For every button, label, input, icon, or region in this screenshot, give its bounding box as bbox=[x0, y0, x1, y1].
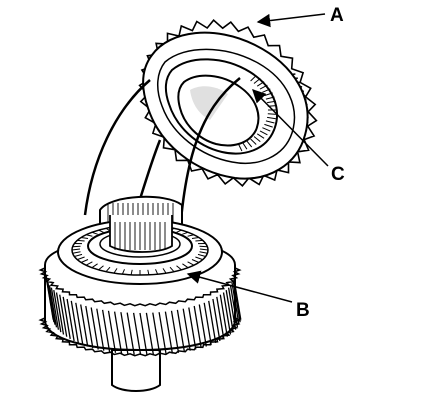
lower-gear bbox=[38, 215, 242, 392]
upper-gear-bore bbox=[177, 74, 260, 147]
callout-a: A bbox=[256, 5, 344, 28]
callout-label-b: B bbox=[296, 300, 310, 321]
upper-gear-collar-splines bbox=[238, 75, 277, 152]
upper-gear bbox=[138, 19, 318, 187]
callout-c: C bbox=[252, 89, 345, 185]
lower-gear-teeth bbox=[38, 267, 242, 357]
synchro-ring-teeth bbox=[71, 225, 209, 275]
callout-b: B bbox=[186, 270, 310, 321]
callout-label-c: C bbox=[331, 164, 345, 185]
callout-label-a: A bbox=[330, 5, 344, 26]
upper-gear-bore-shade bbox=[190, 86, 228, 120]
upper-gear-flange bbox=[157, 48, 296, 164]
lower-gear-stub bbox=[111, 349, 161, 392]
